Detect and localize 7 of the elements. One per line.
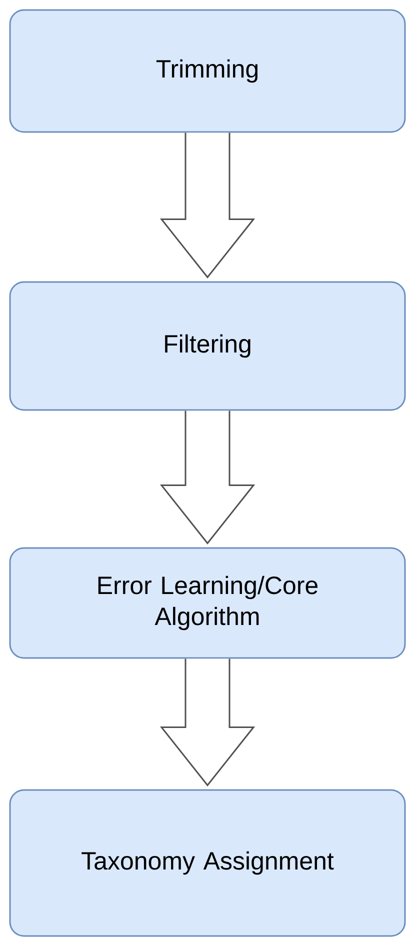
block-arrow (160, 410, 256, 544)
process-box: Filtering (9, 281, 406, 411)
process-box: Taxonomy Assignment (9, 789, 406, 937)
block-arrow (160, 132, 256, 278)
process-box: Trimming (9, 9, 406, 133)
process-box: Error Learning/Core Algorithm (9, 547, 406, 659)
block-arrow (160, 658, 256, 786)
